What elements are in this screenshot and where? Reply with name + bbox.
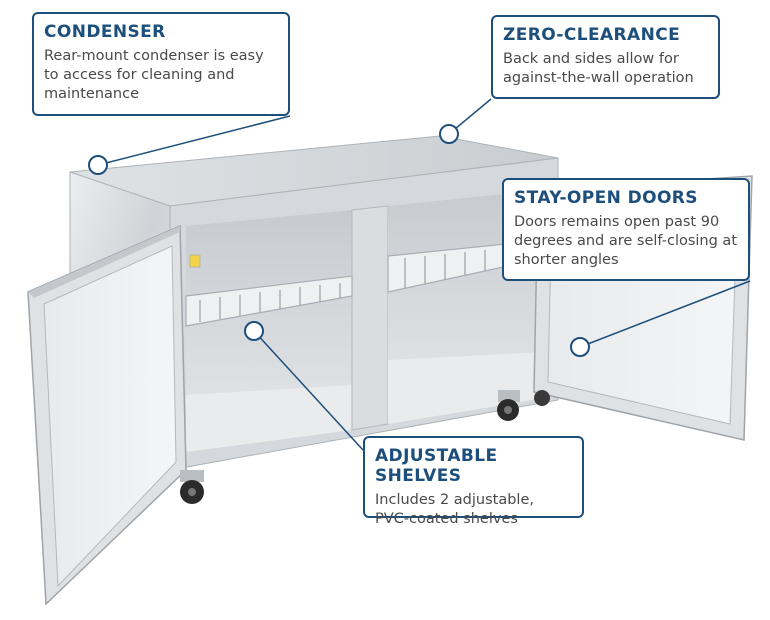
zero-clearance-description: Back and sides allow for against-the-wal… [503, 51, 694, 86]
adjustable-shelves-description: Includes 2 adjustable, PVC-coated shelve… [375, 492, 534, 527]
zero-clearance-hotspot[interactable] [439, 124, 459, 144]
wire-shelf-left [185, 275, 353, 327]
shelves-hotspot[interactable] [244, 321, 264, 341]
condenser-title: CONDENSER [44, 22, 166, 42]
adjustable-shelves-callout: ADJUSTABLE SHELVES Includes 2 adjustable… [363, 436, 584, 527]
caster-front-left [180, 470, 204, 504]
adjustable-shelves-title: ADJUSTABLE SHELVES [375, 446, 498, 486]
condenser-connector [97, 115, 291, 166]
stay-open-doors-callout: STAY-OPEN DOORS Doors remains open past … [502, 178, 750, 281]
condenser-description: Rear-mount condenser is easy to access f… [44, 48, 264, 102]
stay-open-doors-description: Doors remains open past 90 degrees and a… [514, 214, 738, 268]
stay-open-doors-title: STAY-OPEN DOORS [514, 188, 698, 208]
condenser-callout: CONDENSER Rear-mount condenser is easy t… [32, 12, 290, 116]
center-mullion [351, 205, 389, 431]
caster-rear-right [534, 390, 550, 406]
stay-open-hotspot[interactable] [570, 337, 590, 357]
left-door [27, 224, 187, 606]
stay-open-connector [579, 280, 751, 348]
condenser-hotspot[interactable] [88, 155, 108, 175]
zero-clearance-callout: ZERO-CLEARANCE Back and sides allow for … [491, 15, 720, 99]
shelves-connector [253, 330, 364, 451]
zero-clearance-title: ZERO-CLEARANCE [503, 25, 681, 45]
left-compartment [186, 210, 352, 452]
caster-front-right [497, 390, 520, 421]
warning-label [189, 254, 201, 268]
